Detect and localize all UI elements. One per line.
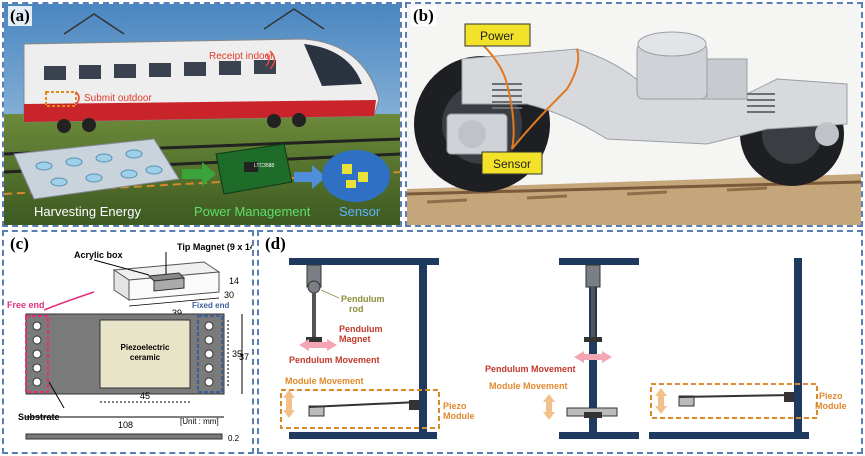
sensor-label-a: Sensor [339, 204, 381, 219]
panel-a: Receipt indoor Submit outdoor LTC3588 Ha… [2, 2, 402, 227]
receipt-indoor-label: Receipt indoor [209, 51, 274, 62]
dim-30: 30 [224, 290, 234, 300]
pendulum-magnet-label-1: Pendulum [339, 324, 383, 334]
panel-label-c: (c) [8, 234, 31, 254]
dim-108: 108 [118, 420, 133, 430]
pendulum-magnet-label-2: Magnet [339, 334, 371, 344]
module-movement-label-2: Module Movement [489, 381, 568, 391]
acrylic-box-label: Acrylic box [74, 250, 123, 260]
piezo-module-label-4: Module [815, 401, 847, 411]
panel-label-b: (b) [411, 6, 436, 26]
harvesting-energy-label: Harvesting Energy [34, 204, 141, 219]
module-movement-label: Module Movement [285, 376, 364, 386]
fixed-end-label: Fixed end [192, 301, 229, 310]
bogie-illustration: Power Sensor [407, 4, 861, 225]
piezo-module-label-3: Piezo [819, 391, 843, 401]
dim-39: 39 [172, 308, 182, 318]
piezo-module-box-right [650, 383, 818, 419]
dim-14: 14 [229, 276, 239, 286]
dim-45: 45 [140, 391, 150, 401]
piezo-module-box-left [280, 389, 440, 429]
piezo-module-label-2: Module [443, 411, 475, 421]
piezo-label-1: Piezoelectric [121, 343, 170, 352]
power-label: Power [480, 29, 514, 43]
train-illustration: Receipt indoor Submit outdoor LTC3588 Ha… [4, 4, 400, 225]
piezo-module-label-1: Piezo [443, 401, 467, 411]
fixed-end-box [197, 315, 223, 393]
power-box [464, 23, 531, 47]
free-end-label: Free end [7, 300, 45, 310]
panel-b: Power Sensor (b) [405, 2, 863, 227]
cantilever-diagram: Tip Magnet (9 x 14.5 x 11) Acrylic box 3… [7, 242, 252, 443]
piezo-ceramic [99, 319, 191, 389]
sensor-box [481, 151, 543, 175]
panel-label-a: (a) [8, 6, 32, 26]
tip-magnet-label: Tip Magnet (9 x 14.5 x 11) [177, 242, 252, 252]
pendulum-movement-label-2: Pendulum Movement [485, 364, 576, 374]
pendulum-module-diagram: Pendulum rod Pendulum Magnet Pendulum Mo… [280, 258, 847, 439]
dim-37: 37 [239, 352, 249, 362]
panel-label-d: (d) [263, 234, 288, 254]
panel-c: Tip Magnet (9 x 14.5 x 11) Acrylic box 3… [2, 230, 254, 454]
sensor-label-b: Sensor [493, 157, 531, 171]
dim-0-2: 0.2 [228, 434, 240, 443]
pendulum-movement-label: Pendulum Movement [289, 355, 380, 365]
panel-d: Pendulum rod Pendulum Magnet Pendulum Mo… [257, 230, 863, 454]
submit-outdoor-label: Submit outdoor [84, 93, 152, 104]
dim-35: 35 [232, 349, 242, 359]
pendulum-rod-label-2: rod [349, 304, 364, 314]
substrate-label: Substrate [18, 412, 60, 422]
pendulum-rod-label-1: Pendulum [341, 294, 385, 304]
power-management-label: Power Management [194, 204, 311, 219]
unit-label: [Unit : mm] [180, 417, 219, 426]
free-end-box [25, 315, 49, 393]
chip-label: LTC3588 [254, 163, 274, 169]
piezo-label-2: ceramic [130, 353, 161, 362]
